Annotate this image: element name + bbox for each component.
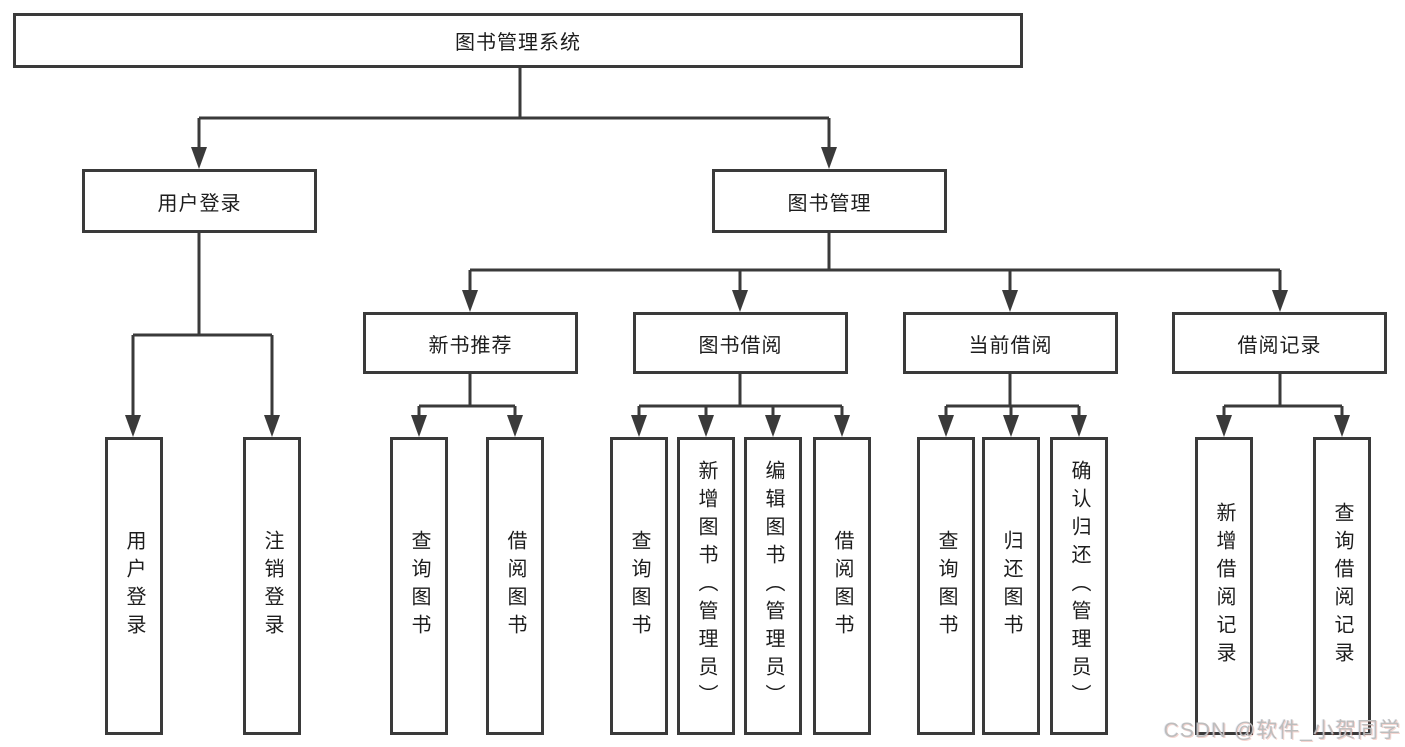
connector-userlogin-to-leaves bbox=[131, 233, 274, 418]
node-label: 借阅记录 bbox=[1237, 334, 1322, 357]
node-new-book-recommend: 新书推荐 bbox=[363, 312, 578, 374]
node-label: 图书管理系统 bbox=[455, 32, 581, 54]
node-book-management: 图书管理 bbox=[712, 169, 947, 233]
connector-newrec-to-leaves bbox=[417, 374, 517, 418]
node-query-books-current: 查询图书 bbox=[917, 437, 975, 735]
node-add-borrow-record: 新增借阅记录 bbox=[1195, 437, 1253, 735]
node-label: 新增借阅记录 bbox=[1213, 502, 1235, 670]
node-user-login-leaf: 用户登录 bbox=[105, 437, 163, 735]
node-label: 借阅图书 bbox=[504, 530, 526, 642]
node-label: 注销登录 bbox=[261, 530, 283, 642]
node-label: 当前借阅 bbox=[968, 334, 1053, 357]
node-confirm-return-admin: 确认归还（管理员） bbox=[1050, 437, 1108, 735]
node-label: 查询图书 bbox=[935, 530, 957, 642]
node-book-borrow: 图书借阅 bbox=[633, 312, 848, 374]
csdn-watermark: CSDN @软件_小贺同学 bbox=[1163, 719, 1401, 742]
node-logout: 注销登录 bbox=[243, 437, 301, 735]
node-label: 用户登录 bbox=[123, 530, 145, 642]
node-label: 图书管理 bbox=[787, 192, 872, 215]
node-query-books-recommend: 查询图书 bbox=[390, 437, 448, 735]
connector-bookborrow-to-leaves bbox=[637, 374, 844, 418]
node-return-books: 归还图书 bbox=[982, 437, 1040, 735]
node-label: 用户登录 bbox=[157, 192, 242, 215]
node-current-borrow: 当前借阅 bbox=[903, 312, 1118, 374]
node-borrow-books-leaf: 借阅图书 bbox=[813, 437, 871, 735]
node-label: 新增图书（管理员） bbox=[695, 460, 717, 712]
node-label: 查询图书 bbox=[408, 530, 430, 642]
arrowheads bbox=[125, 147, 1350, 437]
node-query-borrow-record: 查询借阅记录 bbox=[1313, 437, 1371, 735]
node-query-books-borrow: 查询图书 bbox=[610, 437, 668, 735]
node-label: 编辑图书（管理员） bbox=[762, 460, 784, 712]
node-label: 查询图书 bbox=[628, 530, 650, 642]
node-label: 归还图书 bbox=[1000, 530, 1022, 642]
node-label: 查询借阅记录 bbox=[1331, 502, 1353, 670]
node-label: 借阅图书 bbox=[831, 530, 853, 642]
node-borrow-records: 借阅记录 bbox=[1172, 312, 1387, 374]
connector-curborrow-to-leaves bbox=[944, 374, 1081, 418]
connector-borrowrec-to-leaves bbox=[1222, 374, 1344, 418]
node-user-login: 用户登录 bbox=[82, 169, 317, 233]
node-label: 确认归还（管理员） bbox=[1068, 460, 1090, 712]
connector-bookmgmt-to-level3 bbox=[468, 233, 1282, 293]
node-add-books-admin: 新增图书（管理员） bbox=[677, 437, 735, 735]
node-root: 图书管理系统 bbox=[13, 13, 1023, 68]
connector-root-to-level2 bbox=[197, 66, 831, 150]
node-label: 图书借阅 bbox=[698, 334, 783, 357]
node-label: 新书推荐 bbox=[428, 334, 513, 357]
node-edit-books-admin: 编辑图书（管理员） bbox=[744, 437, 802, 735]
node-borrow-books-recommend: 借阅图书 bbox=[486, 437, 544, 735]
